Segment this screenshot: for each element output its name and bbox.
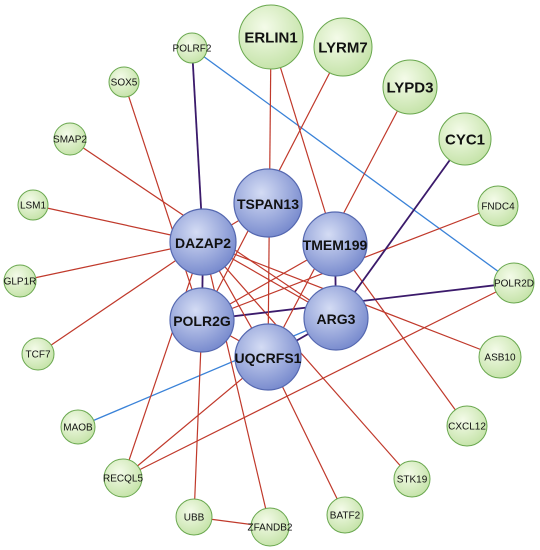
node-circle-uqcrfs1 xyxy=(234,323,302,391)
node-zfandb2[interactable]: ZFANDB2 xyxy=(247,507,293,547)
node-cyc1[interactable]: CYC1 xyxy=(438,112,492,166)
node-label-stk19: STK19 xyxy=(397,475,428,486)
edge-recql5-polr2d xyxy=(122,282,515,479)
node-circle-lypd3 xyxy=(382,59,438,115)
node-label-batf2: BATF2 xyxy=(330,511,361,522)
node-tspan13[interactable]: TSPAN13 xyxy=(233,168,303,238)
node-circle-tcf7 xyxy=(21,337,55,371)
edge-cxcl12-tmem199 xyxy=(334,243,468,427)
node-label-arg3: ARG3 xyxy=(317,311,356,327)
node-label-erlin1: ERLIN1 xyxy=(244,30,297,47)
edge-polrf2-polr2d xyxy=(191,47,515,284)
node-circle-polr2g xyxy=(169,287,235,353)
node-tcf7[interactable]: TCF7 xyxy=(21,337,55,371)
node-label-tmem199: TMEM199 xyxy=(303,237,368,253)
node-circle-zfandb2 xyxy=(250,507,290,547)
node-cxcl12[interactable]: CXCL12 xyxy=(446,405,488,447)
node-circle-ubb xyxy=(175,498,213,536)
node-label-zfandb2: ZFANDB2 xyxy=(247,523,292,534)
node-label-uqcrfs1: UQCRFS1 xyxy=(235,350,302,366)
edge-erlin1-tmem199 xyxy=(270,36,336,245)
node-label-glp1r: GLP1R xyxy=(4,277,37,288)
node-label-polr2d: POLR2D xyxy=(494,279,534,290)
node-circle-smap2 xyxy=(53,122,87,156)
node-label-tspan13: TSPAN13 xyxy=(237,196,299,212)
node-circle-cyc1 xyxy=(438,112,492,166)
node-label-recql5: RECQL5 xyxy=(103,474,143,485)
node-circle-tmem199 xyxy=(302,211,368,277)
node-label-polr2g: POLR2G xyxy=(173,313,231,329)
node-label-polrf2: POLRF2 xyxy=(173,44,212,55)
node-label-maob: MAOB xyxy=(63,423,93,434)
edges-layer xyxy=(19,36,515,528)
node-smap2[interactable]: SMAP2 xyxy=(53,122,87,156)
node-label-tcf7: TCF7 xyxy=(26,350,51,361)
node-lsm1[interactable]: LSM1 xyxy=(17,189,49,221)
node-label-cxcl12: CXCL12 xyxy=(448,422,486,433)
node-label-dazap2: DAZAP2 xyxy=(175,235,231,251)
node-arg3[interactable]: ARG3 xyxy=(303,285,369,351)
node-label-smap2: SMAP2 xyxy=(53,135,87,146)
node-tmem199[interactable]: TMEM199 xyxy=(302,211,368,277)
node-label-cyc1: CYC1 xyxy=(445,132,485,149)
node-label-ubb: UBB xyxy=(184,513,205,524)
edge-ubb-polr2g xyxy=(193,319,203,518)
node-glp1r[interactable]: GLP1R xyxy=(3,264,37,298)
node-polr2g[interactable]: POLR2G xyxy=(169,287,235,353)
node-circle-stk19 xyxy=(393,460,431,498)
node-label-asb10: ASB10 xyxy=(484,353,516,364)
node-circle-glp1r xyxy=(3,264,37,298)
node-asb10[interactable]: ASB10 xyxy=(478,335,522,379)
node-circle-polrf2 xyxy=(176,32,208,64)
node-circle-polr2d xyxy=(493,262,535,304)
edge-stk19-dazap2 xyxy=(202,241,413,480)
node-circle-lsm1 xyxy=(17,189,49,221)
node-circle-recql5 xyxy=(103,458,143,498)
node-circle-dazap2 xyxy=(169,208,237,276)
node-circle-lyrm7 xyxy=(313,17,373,77)
node-stk19[interactable]: STK19 xyxy=(393,460,431,498)
node-circle-maob xyxy=(60,409,96,445)
node-maob[interactable]: MAOB xyxy=(60,409,96,445)
node-label-lsm1: LSM1 xyxy=(20,201,47,212)
node-uqcrfs1[interactable]: UQCRFS1 xyxy=(234,323,302,391)
node-circle-asb10 xyxy=(478,335,522,379)
node-circle-fndc4 xyxy=(477,185,519,227)
node-circle-batf2 xyxy=(326,496,364,534)
node-recql5[interactable]: RECQL5 xyxy=(103,458,143,498)
node-dazap2[interactable]: DAZAP2 xyxy=(169,208,237,276)
edge-zfandb2-dazap2 xyxy=(202,241,271,528)
node-label-lyrm7: LYRM7 xyxy=(318,40,367,57)
node-circle-arg3 xyxy=(303,285,369,351)
node-label-lypd3: LYPD3 xyxy=(387,80,434,97)
node-circle-erlin1 xyxy=(238,4,304,70)
node-erlin1[interactable]: ERLIN1 xyxy=(238,4,304,70)
node-sox5[interactable]: SOX5 xyxy=(108,66,140,98)
node-lyrm7[interactable]: LYRM7 xyxy=(313,17,373,77)
node-fndc4[interactable]: FNDC4 xyxy=(477,185,519,227)
edge-cyc1-arg3 xyxy=(335,138,466,319)
node-label-fndc4: FNDC4 xyxy=(481,202,515,213)
node-polrf2[interactable]: POLRF2 xyxy=(173,32,212,64)
node-circle-tspan13 xyxy=(233,168,303,238)
node-lypd3[interactable]: LYPD3 xyxy=(382,59,438,115)
node-circle-sox5 xyxy=(108,66,140,98)
node-polr2d[interactable]: POLR2D xyxy=(493,262,535,304)
node-label-sox5: SOX5 xyxy=(111,78,138,89)
node-batf2[interactable]: BATF2 xyxy=(326,496,364,534)
edge-recql5-dazap2 xyxy=(122,241,204,479)
node-ubb[interactable]: UBB xyxy=(175,498,213,536)
node-circle-cxcl12 xyxy=(446,405,488,447)
